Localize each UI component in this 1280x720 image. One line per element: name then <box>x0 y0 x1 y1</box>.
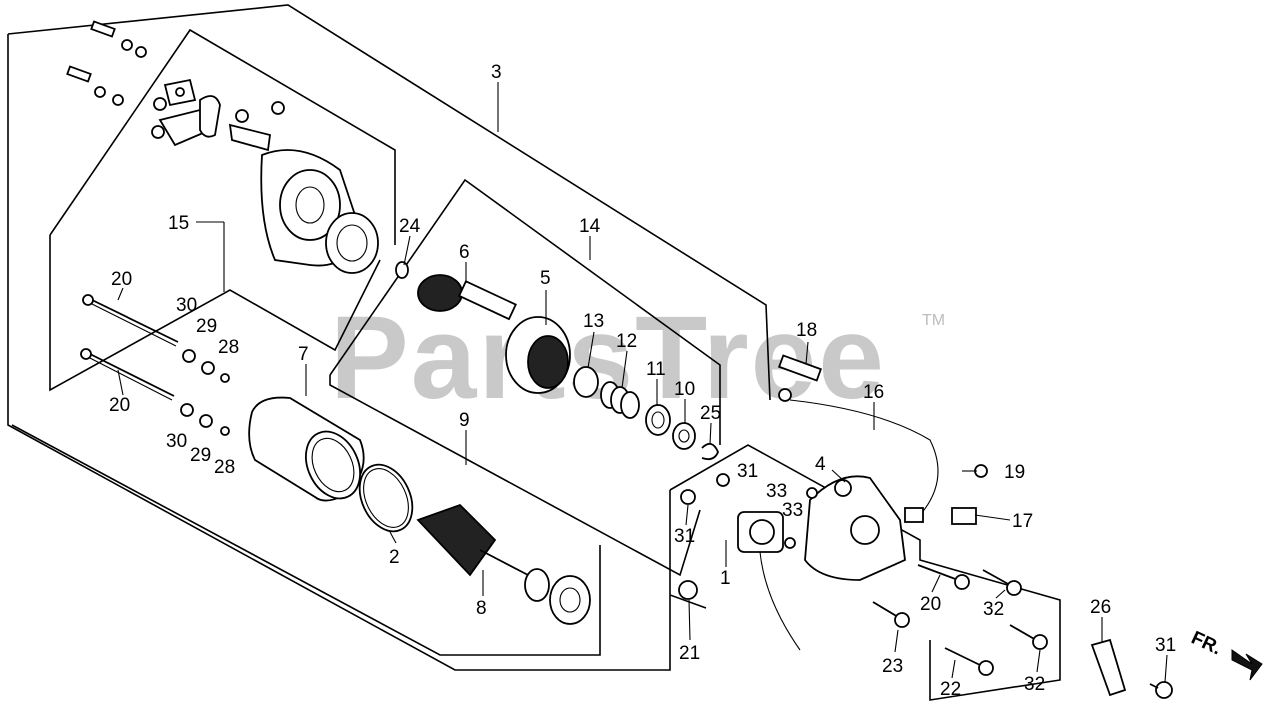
front-bracket <box>804 475 906 581</box>
washer-10 <box>672 422 696 450</box>
callout-1: 1 <box>720 568 731 589</box>
ground-cable <box>789 399 939 523</box>
group-outline-9 <box>11 424 601 656</box>
callout-7: 7 <box>298 344 309 365</box>
front-arrow-icon <box>1231 649 1263 681</box>
callout-29-a: 29 <box>196 316 217 337</box>
callout-31-a: 31 <box>737 461 758 482</box>
callout-32-a: 32 <box>983 599 1004 620</box>
starter-relay <box>737 511 801 651</box>
cable-clip <box>1090 638 1127 697</box>
watermark-trademark: TM <box>922 312 945 329</box>
callout-27: 26 <box>1090 597 1111 618</box>
callout-19: 19 <box>1004 462 1025 483</box>
callout-28-a: 28 <box>218 337 239 358</box>
snap-ring <box>701 442 719 461</box>
group-outline-14 <box>329 178 721 577</box>
rear-cover <box>260 149 379 274</box>
callout-30-a: 30 <box>176 295 197 316</box>
top-bolt-a <box>90 20 147 58</box>
nut-22 <box>678 580 698 600</box>
leader-lines <box>117 82 1168 683</box>
bolt-32-upper <box>982 569 1022 596</box>
group-outline-1 <box>669 444 1061 701</box>
washer-set-lower <box>180 403 230 436</box>
nut-31-right <box>1149 681 1173 699</box>
seal-ring <box>645 404 671 436</box>
callout-11: 11 <box>646 359 666 380</box>
bolt-24 <box>872 601 910 628</box>
callout-22: 21 <box>679 643 700 664</box>
motor-yoke <box>248 396 365 502</box>
bolt-32-lower <box>1009 624 1048 650</box>
group-outline-3 <box>7 4 771 671</box>
callout-10: 10 <box>674 379 695 400</box>
callout-18: 18 <box>796 320 817 341</box>
callout-31-b: 31 <box>674 526 695 547</box>
bolt-23 <box>944 647 994 676</box>
callout-23: 22 <box>940 679 961 700</box>
spacer-collar <box>573 366 599 398</box>
top-bolt-b <box>66 65 124 106</box>
callout-17: 17 <box>1012 511 1033 532</box>
callout-28-b: 28 <box>214 457 235 478</box>
callout-25: 24 <box>399 216 421 237</box>
bolt-21 <box>917 564 970 590</box>
callout-21: 20 <box>920 594 941 615</box>
callout-4: 4 <box>815 454 826 475</box>
callout-16: 16 <box>863 382 884 403</box>
callout-12: 12 <box>616 331 637 352</box>
starter-clutch <box>505 316 571 394</box>
through-bolt-upper <box>82 294 179 347</box>
through-bolt-lower <box>80 348 175 401</box>
callout-14: 14 <box>579 216 601 237</box>
front-direction-indicator: FR. <box>1188 627 1263 681</box>
callout-31-c: 31 <box>1155 635 1176 656</box>
callout-3: 3 <box>491 62 502 83</box>
armature <box>416 503 591 625</box>
callout-20-b: 20 <box>109 395 130 416</box>
callout-33-a: 33 <box>766 481 787 502</box>
callout-13: 13 <box>583 311 604 332</box>
callout-26: 25 <box>700 403 721 424</box>
brush-holder-parts <box>151 78 285 152</box>
washer-set-upper <box>182 349 230 383</box>
group-outline-15 <box>49 28 396 392</box>
callout-5: 5 <box>540 268 551 289</box>
callout-24: 23 <box>882 656 903 677</box>
front-label: FR. <box>1188 627 1225 659</box>
callout-8: 8 <box>476 598 487 619</box>
callout-32-b: 32 <box>1024 674 1045 695</box>
callout-30-b: 30 <box>166 431 187 452</box>
callout-2: 2 <box>389 547 400 568</box>
terminal-bolt <box>778 354 822 402</box>
callout-33-b: 33 <box>782 500 803 521</box>
callout-9: 9 <box>459 410 470 431</box>
washers-33 <box>784 487 818 549</box>
callout-20-a: 20 <box>111 269 132 290</box>
callout-15: 15 <box>168 213 189 234</box>
spring <box>600 381 640 419</box>
o-ring <box>358 463 414 533</box>
callout-6: 6 <box>459 242 470 263</box>
nut-31 <box>680 473 730 505</box>
clamp-17 <box>951 507 977 525</box>
pinion-shaft <box>395 261 517 321</box>
callout-29-b: 29 <box>190 445 211 466</box>
